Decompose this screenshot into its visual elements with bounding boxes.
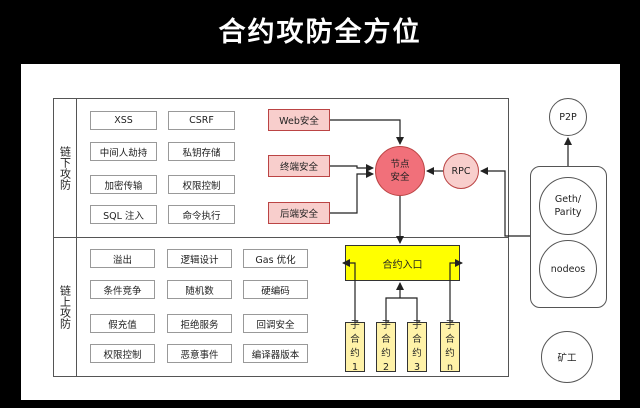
subn-to-entry-arrow bbox=[449, 259, 463, 322]
connector-lines bbox=[330, 119, 572, 322]
onchain-item-dos: 拒绝服务 bbox=[167, 314, 232, 333]
nodeos-circle: nodeos bbox=[539, 240, 597, 298]
client-group bbox=[530, 166, 607, 308]
offchain-item-private-key: 私钥存储 bbox=[168, 142, 235, 161]
onchain-item-fake-deposit: 假充值 bbox=[90, 314, 155, 333]
onchain-item-malicious-event: 恶意事件 bbox=[167, 344, 232, 363]
onchain-item-overflow: 溢出 bbox=[90, 249, 155, 268]
sub-contract-n: 子合约n bbox=[440, 320, 460, 373]
onchain-label: 链上攻防 bbox=[53, 237, 77, 377]
onchain-item-compiler: 编译器版本 bbox=[243, 344, 308, 363]
contract-entry-box: 合约入口 bbox=[345, 245, 460, 281]
offchain-item-encryption: 加密传输 bbox=[90, 175, 157, 194]
onchain-item-random: 随机数 bbox=[167, 280, 232, 299]
sub3-to-entry-arrow bbox=[400, 297, 418, 322]
node-security-circle: 节点安全 bbox=[375, 146, 425, 196]
offchain-label: 链下攻防 bbox=[53, 98, 77, 238]
onchain-section bbox=[53, 237, 509, 377]
onchain-item-race: 条件竞争 bbox=[90, 280, 155, 299]
sub-contract-3: 子合约3 bbox=[407, 320, 427, 373]
onchain-item-callback: 回调安全 bbox=[243, 314, 308, 333]
sub1-to-entry-arrow bbox=[342, 259, 356, 322]
web-to-node-arrow bbox=[330, 119, 404, 145]
onchain-item-logic: 逻辑设计 bbox=[167, 249, 232, 268]
geth-parity-circle: Geth/ Parity bbox=[539, 177, 597, 235]
onchain-item-permission: 权限控制 bbox=[90, 344, 155, 363]
web-security-box: Web安全 bbox=[268, 109, 330, 131]
backend-to-node-arrow bbox=[330, 170, 374, 214]
geth-parity-label: Geth/ Parity bbox=[554, 194, 582, 218]
onchain-item-gas: Gas 优化 bbox=[243, 249, 308, 268]
p2p-label: P2P bbox=[559, 111, 577, 123]
terminal-to-node-arrow bbox=[330, 164, 374, 172]
offchain-item-csrf: CSRF bbox=[168, 111, 235, 130]
rpc-label: RPC bbox=[451, 165, 471, 177]
sub-contract-1: 子合约1 bbox=[345, 320, 365, 373]
contract-entry-label: 合约入口 bbox=[382, 259, 423, 271]
diagram-canvas: 链下攻防 链上攻防 XSS CSRF 中间人劫持 私钥存储 加密传输 权限控制 … bbox=[21, 64, 620, 400]
offchain-item-command-exec: 命令执行 bbox=[168, 205, 235, 224]
offchain-item-access-control: 权限控制 bbox=[168, 175, 235, 194]
page-title: 合约攻防全方位 bbox=[218, 17, 422, 48]
miner-label: 矿工 bbox=[557, 353, 577, 364]
miner-circle: 矿工 bbox=[541, 331, 593, 383]
client-to-rpc-arrow bbox=[480, 167, 530, 237]
rpc-circle: RPC bbox=[443, 153, 479, 189]
onchain-item-hardcode: 硬编码 bbox=[243, 280, 308, 299]
offchain-item-mitm: 中间人劫持 bbox=[90, 142, 157, 161]
p2p-circle: P2P bbox=[549, 98, 587, 136]
backend-security-box: 后端安全 bbox=[268, 202, 330, 224]
offchain-item-xss: XSS bbox=[90, 111, 157, 130]
sub2-to-entry-arrow bbox=[385, 297, 400, 322]
nodeos-label: nodeos bbox=[550, 263, 586, 275]
offchain-item-sql-injection: SQL 注入 bbox=[90, 205, 157, 224]
terminal-security-box: 终端安全 bbox=[268, 155, 330, 177]
sub-contract-2: 子合约2 bbox=[376, 320, 396, 373]
node-security-label: 节点安全 bbox=[390, 159, 410, 183]
